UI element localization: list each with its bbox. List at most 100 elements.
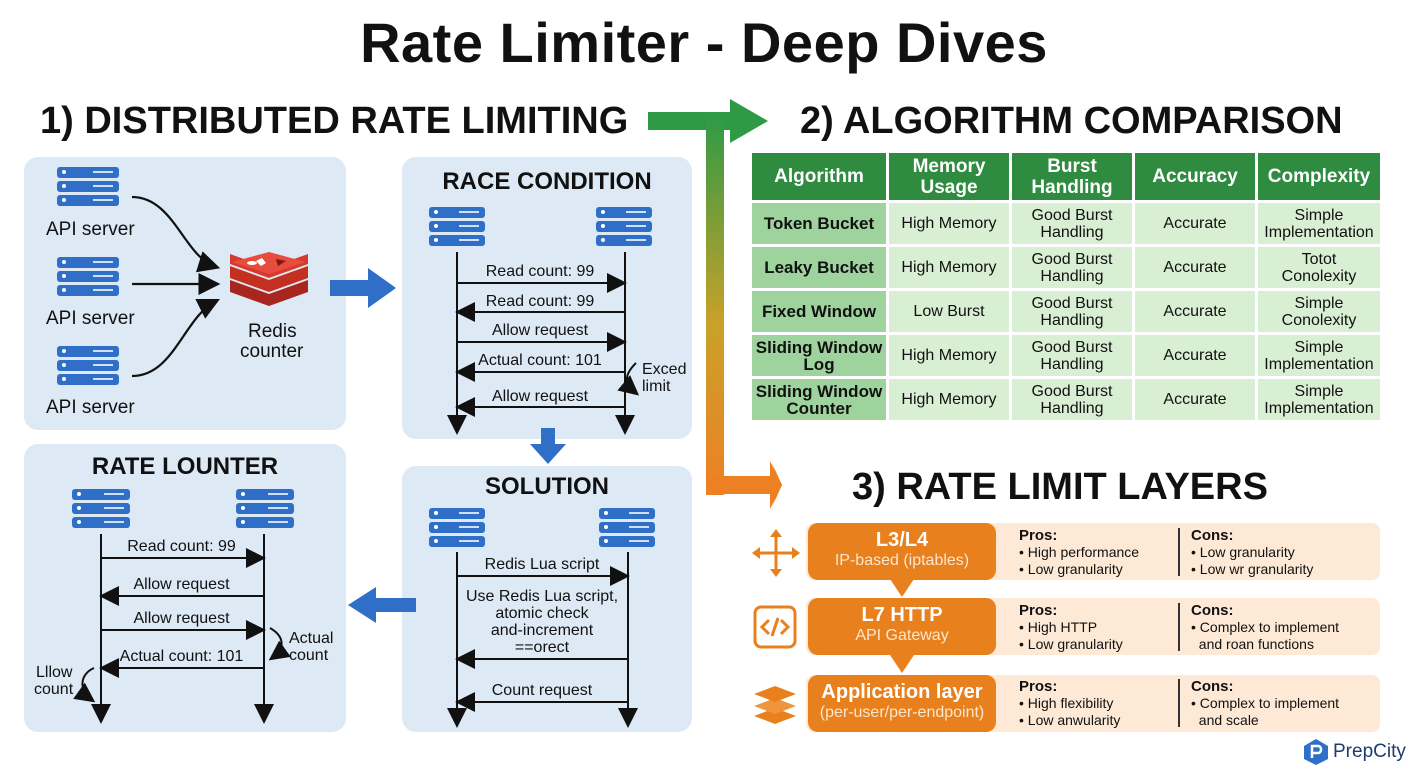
layer-name: L7 HTTP <box>861 604 943 626</box>
accuracy-cell: Accurate <box>1135 379 1255 420</box>
api-server-label: API server <box>46 308 135 329</box>
layer-box-l7: L7 HTTP API Gateway <box>808 598 996 655</box>
rate-counter-note: Actual <box>289 630 334 647</box>
api-server-label: API server <box>46 397 135 418</box>
blue-arrow-left <box>348 587 416 623</box>
rate-counter-sequence-lines <box>73 534 291 724</box>
accuracy-cell: Accurate <box>1135 291 1255 332</box>
server-icon <box>429 508 485 550</box>
layer-down-arrow <box>890 655 914 673</box>
header-algorithm: Algorithm <box>752 153 886 200</box>
race-note: Exced <box>642 361 687 378</box>
api-server-icon <box>57 167 119 209</box>
solution-sequence-lines <box>447 552 638 728</box>
pros-item: • Low anwularity <box>1019 712 1121 728</box>
layer-box-l3l4: L3/L4 IP-based (iptables) <box>808 523 996 580</box>
blue-arrow-right <box>330 268 396 308</box>
divider <box>1178 528 1180 576</box>
memory-cell: High Memory <box>889 379 1009 420</box>
server-icon <box>72 489 130 531</box>
race-note: limit <box>642 378 671 395</box>
memory-cell: Low Burst <box>889 291 1009 332</box>
solution-message: Redis Lua script <box>484 556 600 573</box>
solution-description-line: atomic check <box>495 605 589 622</box>
race-condition-title: RACE CONDITION <box>442 168 652 195</box>
solution-title: SOLUTION <box>485 473 609 500</box>
rate-counter-message: Allow request <box>133 576 230 593</box>
race-message: Allow request <box>491 322 589 339</box>
layer-box-application: Application layer (per-user/per-endpoint… <box>808 675 996 732</box>
cons-title: Cons: <box>1191 678 1234 695</box>
memory-cell: High Memory <box>889 203 1009 244</box>
pros-title: Pros: <box>1019 527 1058 544</box>
cons-title: Cons: <box>1191 602 1234 619</box>
redis-logo-icon <box>230 252 308 306</box>
section-connector-arrow <box>648 99 782 509</box>
prepcity-logo-text: PrepCity <box>1333 741 1406 762</box>
layer-down-arrow <box>890 579 914 597</box>
section-title-algorithm: 2) ALGORITHM COMPARISON <box>800 100 1343 142</box>
redis-label: counter <box>240 341 304 362</box>
rate-counter-note: count <box>289 647 329 664</box>
pros-item: • Low granularity <box>1019 636 1123 652</box>
race-condition-panel <box>402 157 692 439</box>
cons-item: • Low wr granularity <box>1191 561 1314 577</box>
divider <box>1178 679 1180 727</box>
server-icon <box>599 508 655 550</box>
rate-counter-note: Lllow <box>36 664 73 681</box>
prepcity-logo-icon <box>1304 739 1328 765</box>
race-message: Actual count: 101 <box>478 352 602 369</box>
accuracy-cell: Accurate <box>1135 203 1255 244</box>
layer-cons: Cons: • Low granularity • Low wr granula… <box>1191 527 1313 578</box>
layer-subtitle: (per-user/per-endpoint) <box>819 704 985 721</box>
layer-pros: Pros: • High HTTP • Low granularity <box>1019 602 1123 653</box>
layer-name: L3/L4 <box>875 529 929 551</box>
pros-item: • High flexibility <box>1019 695 1114 711</box>
layer-cons: Cons: • Complex to implement and scale <box>1191 678 1339 729</box>
layer-cons: Cons: • Complex to implement and roan fu… <box>1191 602 1339 653</box>
api-server-label: API server <box>46 219 135 240</box>
solution-description-line: ==orect <box>514 639 570 656</box>
header-complexity: Complexity <box>1258 153 1380 200</box>
race-message: Allow request <box>491 388 589 405</box>
solution-message: Count request <box>491 682 593 699</box>
server-icon <box>236 489 294 531</box>
rate-counter-message: Allow request <box>133 610 230 627</box>
layer-name: Application layer <box>821 681 983 703</box>
pros-item: • High HTTP <box>1019 619 1098 635</box>
memory-cell: High Memory <box>889 335 1009 376</box>
solution-description: Use Redis Lua script, atomic check and-i… <box>458 588 626 656</box>
divider <box>1178 603 1180 651</box>
cons-item: • Complex to implement <box>1191 695 1340 711</box>
code-icon <box>753 605 797 649</box>
rate-counter-message: Read count: 99 <box>127 538 236 555</box>
solution-description-line: Use Redis Lua script, <box>465 588 619 605</box>
pros-item: • Low granularity <box>1019 561 1123 577</box>
cons-item: and scale <box>1191 712 1259 728</box>
algorithm-name: Fixed Window <box>752 291 886 332</box>
memory-cell: High Memory <box>889 247 1009 288</box>
layer-pros: Pros: • High performance • Low granulari… <box>1019 527 1139 578</box>
algorithm-name: Leaky Bucket <box>752 247 886 288</box>
cons-item: • Complex to implement <box>1191 619 1340 635</box>
section-title-layers: 3) RATE LIMIT LAYERS <box>852 466 1268 508</box>
layers-icon <box>754 686 796 724</box>
race-message: Read count: 99 <box>485 293 595 310</box>
blue-arrow-down <box>530 428 566 464</box>
